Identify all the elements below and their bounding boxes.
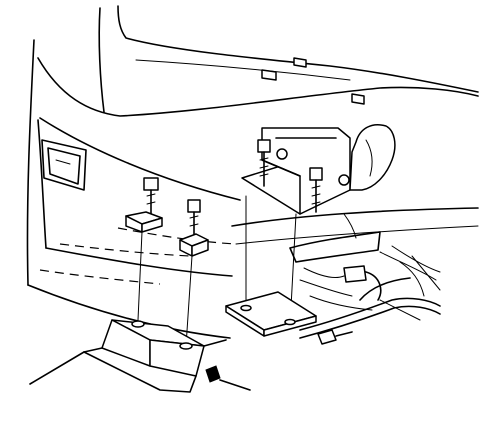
vehicle-body [26, 5, 479, 339]
center-bolt [187, 199, 201, 235]
lower-bracket-plate [225, 291, 317, 337]
left-bolt [143, 177, 159, 215]
lower-mounting-pad-left [83, 319, 221, 393]
body-retainer-clips [261, 57, 365, 105]
bracket-bolt-1 [257, 139, 271, 187]
center-clip-nut [179, 233, 209, 257]
bracket-bolt-2 [309, 167, 323, 213]
underbody-frame [289, 213, 381, 311]
wiring-harness [299, 245, 441, 345]
ground-lines [29, 339, 251, 391]
fog-lamp-opening [41, 139, 87, 191]
left-clip-nut [125, 211, 163, 233]
alignment-lines [137, 195, 297, 347]
